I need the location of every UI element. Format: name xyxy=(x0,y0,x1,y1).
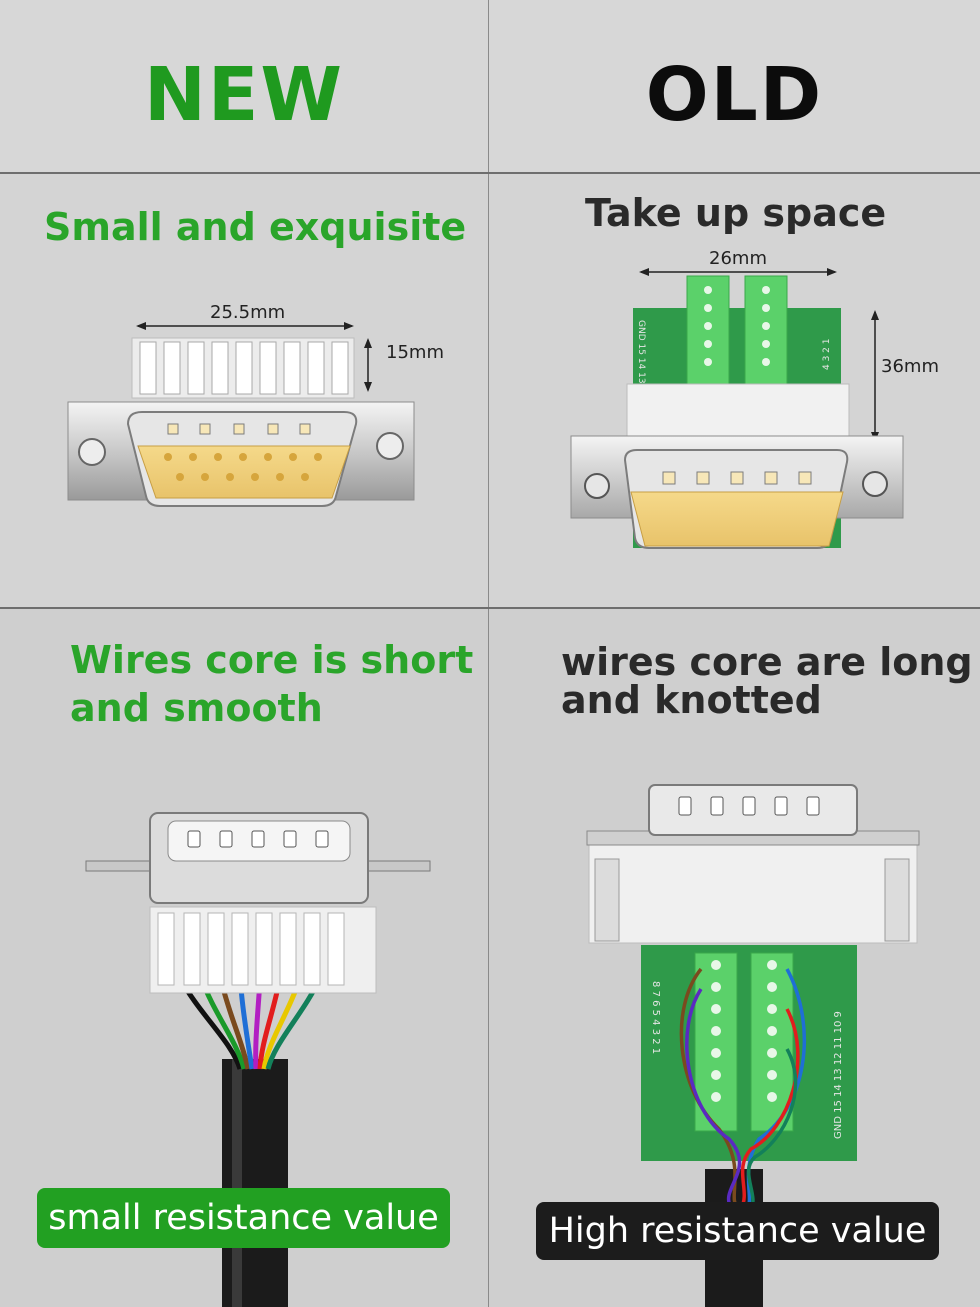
row-divider-1 xyxy=(0,172,980,174)
old-resistance-badge: High resistance value xyxy=(536,1202,939,1260)
wire-old-caption-line1: wires core are long xyxy=(561,640,973,684)
new-resistance-badge: small resistance value xyxy=(37,1188,450,1248)
old-height-label: 36mm xyxy=(881,356,939,377)
wire-new-caption-line1: Wires core is short xyxy=(70,638,474,682)
svg-text:GND 15 14 13 12 11 10 9: GND 15 14 13 12 11 10 9 xyxy=(833,1011,844,1139)
new-width-label: 25.5mm xyxy=(210,302,286,323)
wire-old-caption-line2: and knotted xyxy=(561,678,822,722)
new-height-label: 15mm xyxy=(386,342,444,363)
svg-text:4 3 2 1: 4 3 2 1 xyxy=(822,339,832,371)
header-old-cell: OLD xyxy=(489,0,980,172)
short-wire-illustration xyxy=(85,812,431,1307)
svg-text:8 7 6 5 4 3 2 1: 8 7 6 5 4 3 2 1 xyxy=(650,981,661,1054)
new-heading: NEW xyxy=(143,52,345,138)
terminal-board-illustration: GND 15 14 13 4 3 2 1 xyxy=(570,268,904,549)
old-heading: OLD xyxy=(645,52,824,138)
size-old-caption: Take up space xyxy=(585,191,887,235)
center-divider xyxy=(488,0,489,1307)
svg-text:GND 15 14 13: GND 15 14 13 xyxy=(636,320,646,384)
old-width-label: 26mm xyxy=(709,248,767,269)
row-divider-2 xyxy=(0,607,980,609)
size-new-caption: Small and exquisite xyxy=(44,205,467,249)
header-new-cell: NEW xyxy=(0,0,488,172)
size-old-cell: Take up space 26mm 36mm GND 15 14 13 xyxy=(489,174,980,607)
wire-new-caption-line2: and smooth xyxy=(70,686,323,730)
compact-connector-illustration xyxy=(67,322,415,507)
size-new-cell: Small and exquisite 25.5mm 15mm xyxy=(0,174,488,607)
